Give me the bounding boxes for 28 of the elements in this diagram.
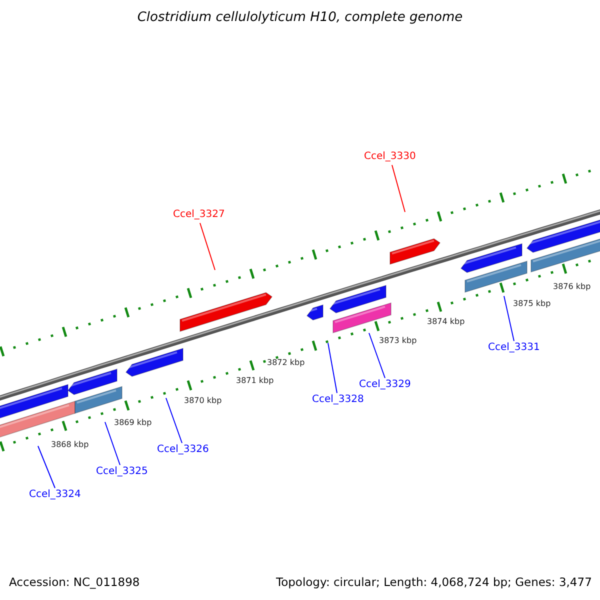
leader-line (368, 332, 386, 378)
scale-label: 3868 kbp (51, 440, 89, 449)
leader-line (38, 446, 56, 488)
leader-line (504, 296, 514, 342)
gene-label: Ccel_3331 (488, 342, 540, 353)
leader-line (104, 422, 120, 466)
accession-text: Accession: NC_011898 (9, 575, 140, 589)
gene-label: Ccel_3326 (157, 444, 209, 455)
scale-label: 3870 kbp (184, 396, 222, 405)
scale-label: 3876 kbp (553, 282, 591, 291)
leader-line (166, 398, 182, 444)
gene-label: Ccel_3328 (312, 394, 364, 405)
scale-label: 3871 kbp (236, 376, 274, 385)
leader-line (200, 222, 216, 270)
gene-label: Ccel_3329 (359, 379, 411, 390)
gene-label: Ccel_3324 (29, 489, 81, 500)
gene-label: Ccel_3325 (96, 466, 148, 477)
gene-label: Ccel_3327 (173, 209, 225, 220)
scale-label: 3875 kbp (513, 299, 551, 308)
scale-label: 3874 kbp (427, 317, 465, 326)
leader-line (328, 342, 338, 394)
scale-label: 3872 kbp (267, 358, 305, 367)
scale-label: 3873 kbp (379, 336, 417, 345)
scale-label: 3869 kbp (114, 418, 152, 427)
gene-label: Ccel_3330 (364, 151, 416, 162)
genome-summary-text: Topology: circular; Length: 4,068,724 bp; Genes: 3,477 (276, 575, 592, 589)
diagram-title: Clostridium cellulolyticum H10, complete genome (136, 10, 464, 25)
leader-line (392, 164, 406, 212)
